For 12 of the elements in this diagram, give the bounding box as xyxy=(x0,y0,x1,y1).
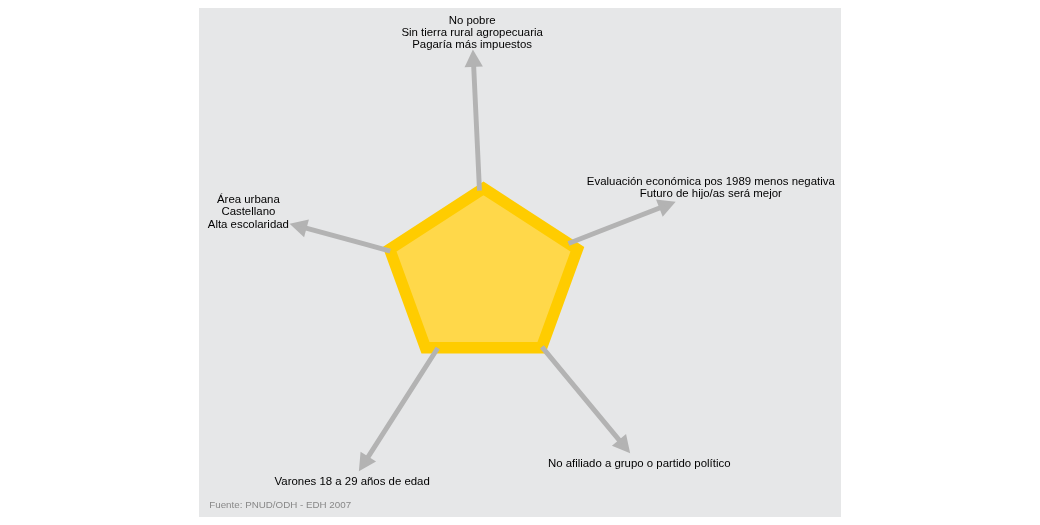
arrow xyxy=(358,346,440,472)
arrow xyxy=(567,199,676,246)
node-text: Varones 18 a 29 años de edad xyxy=(274,474,430,487)
node-text: No pobre Sin tierra rural agropecuaria Pagaría más impuestos xyxy=(401,13,543,51)
arrow xyxy=(289,219,391,254)
node-text: Evaluación económica pos 1989 menos negativa Futuro de hijo/as será mejor xyxy=(586,175,835,200)
node-text: No afiliado a grupo o partido político xyxy=(547,457,731,470)
node-text: Área urbana Castellano Alta escolaridad xyxy=(207,193,289,230)
arrow xyxy=(464,49,483,191)
arrow xyxy=(540,345,631,454)
caption: Fuente: PNUD/ODH - EDH 2007 xyxy=(209,498,352,510)
node-pentagon xyxy=(382,181,585,354)
